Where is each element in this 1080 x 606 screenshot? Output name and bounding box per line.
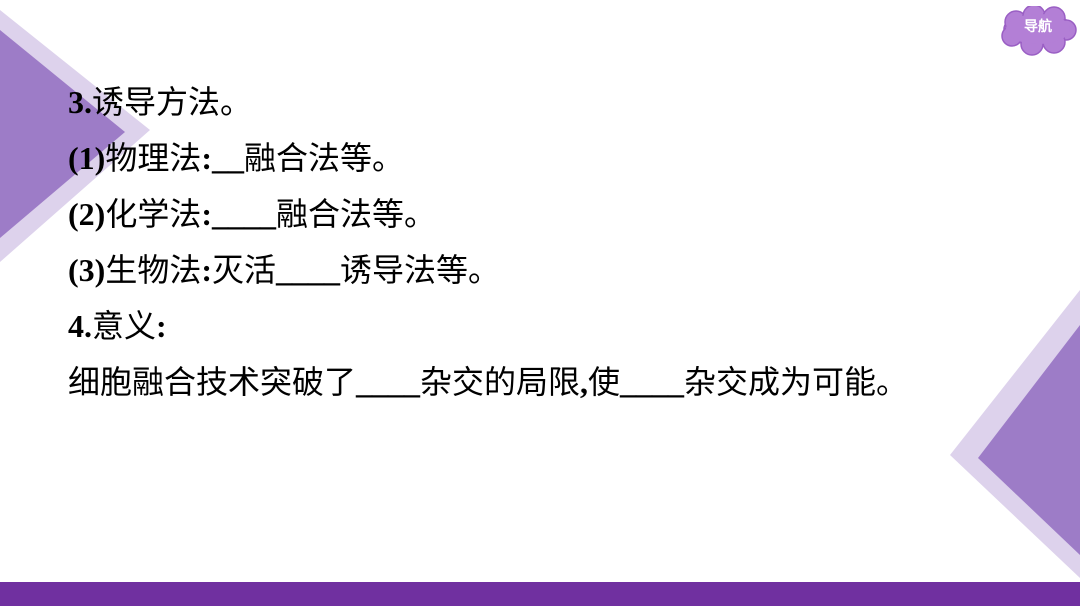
item-number: (2)	[68, 196, 106, 232]
nav-label: 导航	[1024, 19, 1052, 35]
blank-field: ____	[276, 252, 340, 288]
method-prefix-text: 灭活	[211, 251, 276, 289]
method-name: 生物法	[105, 251, 202, 289]
method-detail: 融合法等。	[243, 139, 404, 177]
footer-bar	[0, 582, 1080, 606]
colon: :	[201, 196, 212, 232]
comma: ,	[580, 364, 589, 400]
line-significance-detail: 细胞融合技术突破了____杂交的局限,使____杂交成为可能。	[68, 354, 1068, 410]
line-text: 诱导方法。	[92, 83, 253, 121]
blank-field: ____	[211, 196, 276, 232]
method-detail: 诱导法等。	[340, 251, 501, 289]
right-inner-triangle	[978, 325, 1080, 555]
sentence-part: 使	[588, 363, 621, 401]
sentence-part: 杂交成为可能。	[684, 363, 909, 401]
blank-field: ____	[620, 364, 685, 400]
line-text: 意义	[92, 307, 157, 345]
item-number: 4.	[68, 308, 92, 344]
item-number: (1)	[68, 140, 106, 176]
left-inner-triangle	[0, 30, 125, 238]
sentence-part: 细胞融合技术突破了	[68, 363, 357, 401]
content-block: 3.诱导方法。 (1)物理法:__融合法等。 (2)化学法:____融合法等。 …	[68, 74, 1068, 410]
colon: :	[201, 252, 212, 288]
line-induction-methods: 3.诱导方法。	[68, 74, 1068, 130]
sentence-part: 杂交的局限	[420, 363, 581, 401]
method-name: 化学法	[105, 195, 202, 233]
method-detail: 融合法等。	[275, 195, 436, 233]
colon: :	[156, 308, 167, 344]
nav-button[interactable]: 导航	[996, 6, 1080, 60]
line-significance: 4.意义:	[68, 298, 1068, 354]
line-chemical-method: (2)化学法:____融合法等。	[68, 186, 1068, 242]
method-name: 物理法	[105, 139, 202, 177]
blank-field: __	[211, 140, 244, 176]
colon: :	[201, 140, 212, 176]
item-number: 3.	[68, 84, 92, 120]
cloud-icon	[1001, 6, 1077, 56]
blank-field: ____	[356, 364, 421, 400]
line-biological-method: (3)生物法:灭活____诱导法等。	[68, 242, 1068, 298]
item-number: (3)	[68, 252, 106, 288]
line-physical-method: (1)物理法:__融合法等。	[68, 130, 1068, 186]
